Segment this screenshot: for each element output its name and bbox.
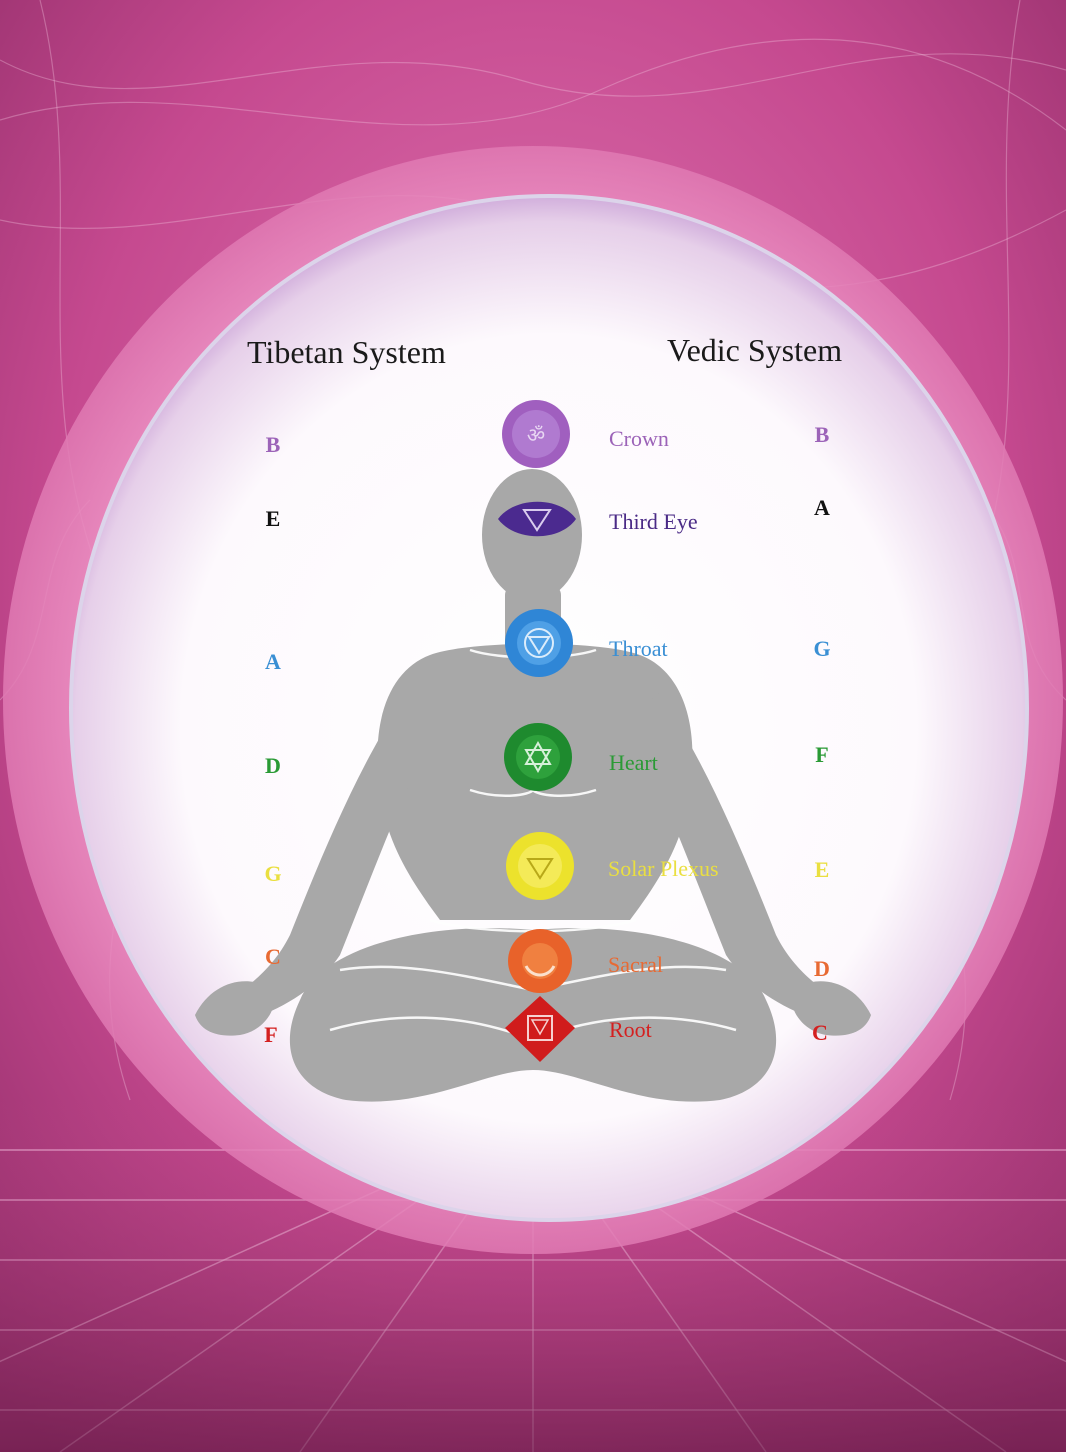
tibetan-note-root: F [264, 1022, 278, 1047]
vedic-note-sacral: D [814, 956, 830, 981]
tibetan-note-throat: A [265, 649, 281, 674]
tibetan-note-solar-plexus: G [264, 861, 282, 886]
chakra-name-heart: Heart [609, 750, 658, 775]
tibetan-note-third-eye: E [265, 506, 281, 531]
root-chakra-icon [505, 996, 575, 1062]
third-eye-chakra-icon [498, 501, 576, 537]
vedic-note-crown: B [814, 422, 830, 447]
svg-text:ॐ: ॐ [527, 423, 545, 447]
throat-chakra-icon [505, 609, 573, 677]
solar-plexus-chakra-icon [506, 832, 574, 900]
vedic-note-heart: F [815, 742, 829, 767]
tibetan-note-sacral: C [265, 944, 281, 969]
tibetan-note-crown: B [265, 432, 281, 457]
chakra-name-root: Root [609, 1017, 652, 1042]
heart-chakra-icon [504, 723, 572, 791]
chakra-name-third-eye: Third Eye [609, 509, 698, 534]
vedic-note-root: C [812, 1020, 828, 1045]
vedic-note-solar-plexus: E [814, 857, 830, 882]
crown-chakra-icon: ॐ [502, 400, 570, 468]
tibetan-note-heart: D [265, 753, 281, 778]
chakra-name-crown: Crown [609, 426, 669, 451]
vedic-note-throat: G [813, 636, 831, 661]
vedic-note-third-eye: A [814, 495, 830, 520]
chakra-name-throat: Throat [609, 636, 668, 661]
vedic-system-heading: Vedic System [667, 332, 843, 368]
tibetan-system-heading: Tibetan System [247, 334, 446, 370]
chakra-name-sacral: Sacral [608, 952, 663, 977]
sacral-chakra-icon [508, 929, 572, 993]
chakra-name-solar-plexus: Solar Plexus [608, 856, 719, 881]
